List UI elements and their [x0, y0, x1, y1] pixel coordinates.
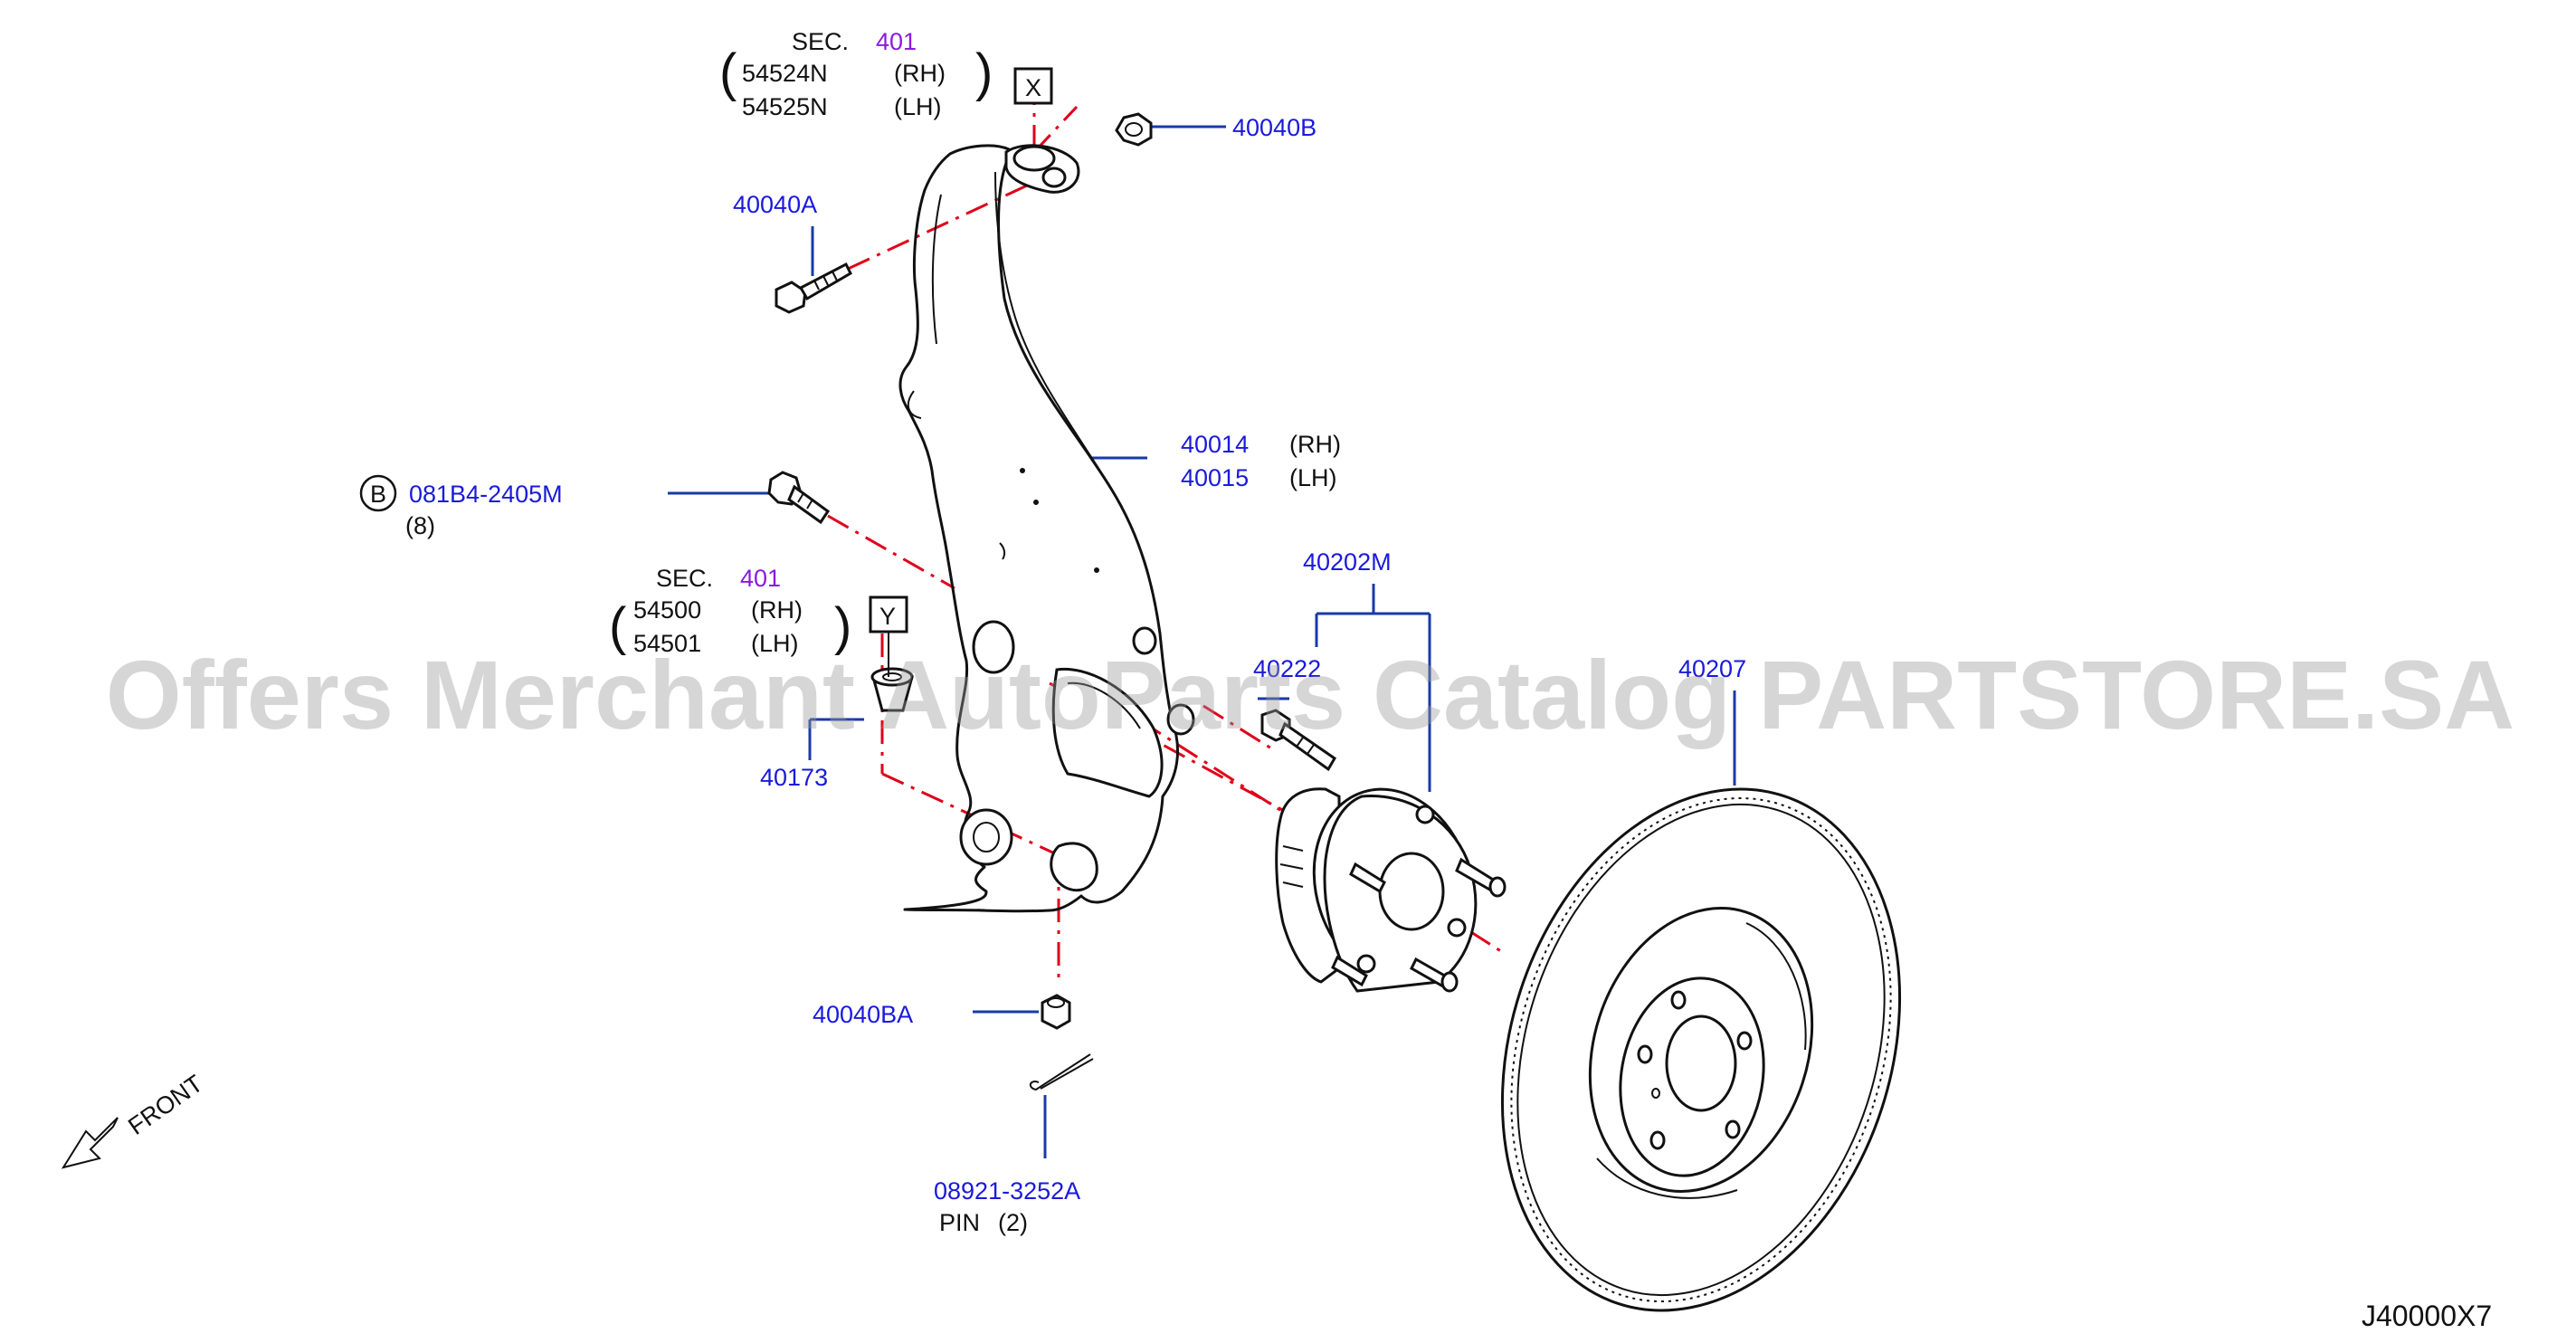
- sec-upper-side-1: (RH): [894, 60, 946, 87]
- front-label: FRONT: [123, 1070, 207, 1140]
- callout-knuckle-lh[interactable]: 40015: [1181, 464, 1249, 491]
- sec-lower-number[interactable]: 401: [740, 565, 781, 592]
- steering-knuckle: [898, 144, 1195, 913]
- sec-upper-prefix: SEC.: [792, 28, 849, 55]
- callout-knuckle-rh[interactable]: 40014: [1181, 431, 1249, 458]
- callout-40040a[interactable]: 40040A: [733, 191, 817, 218]
- svg-text:): ): [975, 43, 993, 102]
- front-arrow-icon: [61, 1117, 119, 1169]
- sec-upper-box-label: X: [1025, 74, 1041, 101]
- hub-bolt: [1260, 709, 1336, 772]
- diagram-code: J40000X7: [2362, 1300, 2492, 1332]
- b-bolt: [767, 471, 831, 525]
- callout-40040b[interactable]: 40040B: [1232, 114, 1317, 141]
- sec-upper-part-2[interactable]: 54525N: [742, 93, 828, 120]
- sec-lower-prefix: SEC.: [656, 565, 713, 592]
- sec-lower-side-2: (LH): [751, 630, 799, 657]
- sec-lower-side-1: (RH): [751, 596, 803, 624]
- sec-upper-reference: SEC. 401 ( 54524N (RH) 54525N (LH) ) X: [719, 28, 1053, 120]
- callout-40222[interactable]: 40222: [1253, 655, 1321, 682]
- b-circle-icon: [359, 474, 397, 512]
- callout-knuckle-rh-side: (RH): [1289, 431, 1341, 458]
- sec-upper-number[interactable]: 401: [876, 28, 917, 55]
- pin-qty: (2): [998, 1209, 1028, 1236]
- cotter-pin: [1029, 1053, 1094, 1091]
- callout-40173[interactable]: 40173: [760, 764, 828, 791]
- callout-knuckle-lh-side: (LH): [1289, 464, 1337, 491]
- watermark: Offers Merchant AutoParts Catalog PARTST…: [106, 640, 2514, 749]
- svg-text:(: (: [609, 597, 626, 656]
- b-circle-label: B: [370, 481, 386, 508]
- upper-bolt: [775, 262, 852, 314]
- b-bolt-number[interactable]: 081B4-2405M: [409, 481, 563, 508]
- callout-pin[interactable]: 08921-3252A PIN (2): [934, 1177, 1080, 1236]
- sec-lower-box-label: Y: [879, 603, 896, 630]
- ball-joint-seal: [870, 667, 914, 712]
- upper-link-bushing: [1004, 144, 1080, 194]
- sec-upper-side-2: (LH): [894, 93, 942, 120]
- leader-lines: [668, 125, 1736, 1158]
- brake-rotor: [1500, 787, 1902, 1312]
- pin-number[interactable]: 08921-3252A: [934, 1177, 1080, 1205]
- b-bolt-qty: (8): [405, 512, 435, 539]
- sec-lower-part-1[interactable]: 54500: [633, 596, 701, 624]
- sec-upper-part-1[interactable]: 54524N: [742, 60, 828, 87]
- pin-name: PIN: [939, 1209, 980, 1236]
- wheel-hub-assembly: [1275, 787, 1507, 993]
- upper-nut: [1115, 112, 1153, 147]
- sec-lower-reference: SEC. 401 ( 54500 (RH) 54501 (LH) ) Y: [609, 565, 908, 677]
- svg-text:(: (: [719, 43, 737, 102]
- callout-40040ba[interactable]: 40040BA: [813, 1001, 913, 1028]
- sec-lower-part-2[interactable]: 54501: [633, 630, 701, 657]
- svg-text:): ): [834, 597, 851, 656]
- callout-40202m[interactable]: 40202M: [1303, 548, 1392, 576]
- lower-nut: [1041, 994, 1071, 1030]
- callout-b-bolt[interactable]: B 081B4-2405M (8): [359, 474, 563, 539]
- callout-40207[interactable]: 40207: [1678, 655, 1746, 682]
